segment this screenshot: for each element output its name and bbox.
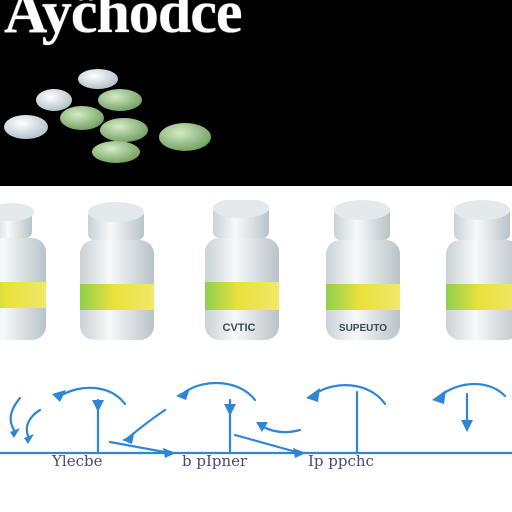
arrow-head bbox=[432, 390, 446, 404]
white-pill bbox=[4, 115, 48, 139]
straight-arrow bbox=[233, 433, 302, 455]
arrow-head bbox=[293, 448, 306, 458]
page-title: Ayc̈hodce bbox=[4, 0, 243, 45]
white-pill bbox=[36, 89, 72, 111]
arrow-head bbox=[163, 448, 176, 458]
bottle-label: SUPEUTO bbox=[339, 323, 387, 334]
green-pill bbox=[92, 141, 140, 163]
arrow-head bbox=[306, 388, 320, 402]
arrow-heads bbox=[10, 388, 473, 458]
curved-arrow bbox=[126, 408, 167, 440]
green-pill bbox=[98, 89, 142, 111]
curved-arrow bbox=[25, 408, 42, 438]
cycle-diagram bbox=[0, 381, 512, 458]
curved-arrow bbox=[183, 381, 257, 402]
process-arrows bbox=[0, 381, 512, 455]
curved-arrow bbox=[58, 386, 127, 406]
arrow-head bbox=[92, 400, 104, 412]
green-pill bbox=[100, 118, 148, 142]
arrow-head bbox=[176, 388, 190, 400]
medicine-bottle: CVTIC bbox=[205, 200, 279, 340]
curved-arrow bbox=[260, 424, 302, 434]
curved-arrow bbox=[9, 396, 22, 432]
white-pill bbox=[78, 69, 118, 89]
arrow-head bbox=[52, 390, 66, 402]
stage-labels: Ylecbe b pIpner Ip ppchc bbox=[0, 452, 512, 482]
bottle-row: CVTIC SUPEUTO bbox=[0, 200, 512, 340]
header-banner: Ayc̈hodce bbox=[0, 0, 512, 186]
arrow-head bbox=[24, 434, 34, 444]
green-pill bbox=[159, 123, 211, 151]
bottle-label: CVTIC bbox=[223, 322, 256, 334]
arrow-head bbox=[224, 404, 236, 416]
stage-label: b pIpner bbox=[182, 452, 248, 470]
arrow-head bbox=[122, 434, 134, 444]
medicine-bottle bbox=[446, 200, 512, 340]
arrow-head bbox=[461, 420, 473, 432]
stage-label: Ip ppchc bbox=[308, 452, 374, 470]
green-pill bbox=[60, 106, 104, 130]
arrow-head bbox=[10, 428, 20, 438]
curved-arrow bbox=[438, 383, 507, 398]
pills-illustration bbox=[4, 69, 211, 163]
curved-arrow bbox=[313, 384, 387, 406]
medicine-bottle: SUPEUTO bbox=[326, 200, 400, 340]
medicine-bottle bbox=[80, 202, 154, 340]
stage-label: Ylecbe bbox=[52, 452, 103, 470]
arrow-head bbox=[256, 422, 268, 432]
medicine-bottle bbox=[0, 203, 46, 340]
straight-arrow bbox=[108, 440, 172, 455]
